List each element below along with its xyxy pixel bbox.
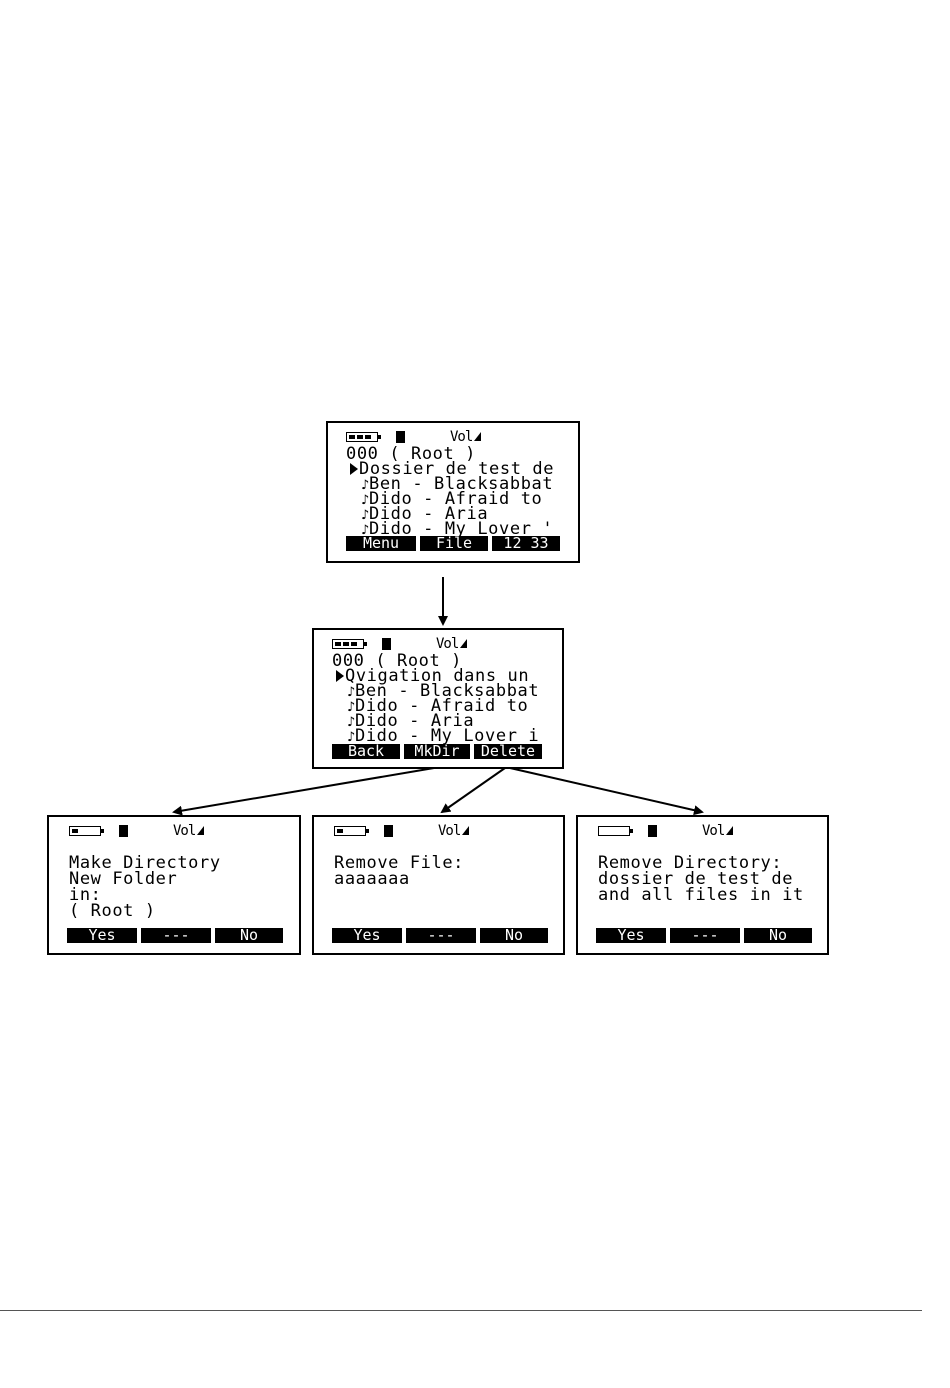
status-bar: Vol: [346, 429, 566, 445]
blank-softkey[interactable]: ---: [141, 928, 211, 943]
no-softkey[interactable]: No: [744, 928, 812, 943]
arrow-to-make-directory: [172, 767, 435, 816]
volume-icon: [726, 826, 733, 835]
softkey-bar: Yes --- No: [67, 928, 283, 943]
disk-icon: [396, 431, 405, 443]
list-item[interactable]: Dido - Afraid to: [355, 696, 529, 716]
list-item-selected[interactable]: Dossier de test de: [359, 459, 555, 479]
battery-icon: [346, 432, 381, 442]
file-name: aaaaaaa: [334, 869, 410, 889]
battery-icon: [332, 639, 367, 649]
softkey-bar: Back MkDir Delete: [332, 744, 542, 759]
music-note-icon: ♪: [361, 493, 370, 508]
disk-icon: [119, 825, 128, 837]
directory-name: dossier de test de: [598, 869, 794, 889]
file-menu-screen: Vol 000 ( Root ) Qvigation dans un ♪ Ben…: [312, 628, 564, 769]
clock-softkey[interactable]: 12 33: [492, 536, 560, 551]
mkdir-softkey[interactable]: MkDir: [404, 744, 470, 759]
root-browser-screen: Vol 000 ( Root ) Dossier de test de ♪ Be…: [326, 421, 580, 563]
footer-rule: [0, 1310, 922, 1311]
music-note-icon: ♪: [361, 508, 370, 523]
make-directory-screen: Vol Make Directory New Folder in: ( Root…: [47, 815, 301, 955]
cursor-icon: [350, 463, 358, 475]
volume-label: Vol: [173, 823, 196, 839]
blank-softkey[interactable]: ---: [406, 928, 476, 943]
music-note-icon: ♪: [361, 478, 370, 493]
volume-icon: [474, 432, 481, 441]
volume-label: Vol: [450, 429, 473, 445]
disk-icon: [384, 825, 393, 837]
blank-softkey[interactable]: ---: [670, 928, 740, 943]
list-item[interactable]: Ben - Blacksabbat: [369, 474, 554, 494]
music-note-icon: ♪: [347, 685, 356, 700]
dialog-title: Remove Directory:: [598, 853, 783, 873]
yes-softkey[interactable]: Yes: [67, 928, 137, 943]
disk-icon: [648, 825, 657, 837]
list-item[interactable]: Ben - Blacksabbat: [355, 681, 540, 701]
battery-icon: [598, 826, 633, 836]
list-item[interactable]: Dido - My Lover ': [369, 519, 554, 539]
status-bar: Vol: [67, 823, 287, 839]
yes-softkey[interactable]: Yes: [332, 928, 402, 943]
disk-icon: [382, 638, 391, 650]
volume-label: Vol: [436, 636, 459, 652]
folder-name: New Folder: [69, 869, 178, 889]
list-item[interactable]: Dido - Afraid to: [369, 489, 543, 509]
arrow-to-remove-file: [440, 767, 506, 814]
location-label: in:: [69, 885, 102, 905]
battery-icon: [69, 826, 104, 836]
music-note-icon: ♪: [361, 523, 370, 538]
dialog-title: Make Directory: [69, 853, 221, 873]
file-softkey[interactable]: File: [420, 536, 488, 551]
volume-label: Vol: [438, 823, 461, 839]
volume-icon: [462, 826, 469, 835]
softkey-bar: Menu File 12 33: [346, 536, 560, 551]
music-note-icon: ♪: [347, 730, 356, 745]
list-item[interactable]: Dido - Aria: [355, 711, 475, 731]
remove-directory-screen: Vol Remove Directory: dossier de test de…: [576, 815, 829, 955]
path-row: 000 ( Root ): [346, 444, 477, 464]
menu-softkey[interactable]: Menu: [346, 536, 416, 551]
arrow-to-remove-directory: [509, 767, 704, 816]
battery-icon: [334, 826, 369, 836]
remove-file-screen: Vol Remove File: aaaaaaa Yes --- No: [312, 815, 565, 955]
status-bar: Vol: [332, 636, 552, 652]
list-item[interactable]: Dido - Aria: [369, 504, 489, 524]
music-note-icon: ♪: [347, 715, 356, 730]
no-softkey[interactable]: No: [215, 928, 283, 943]
path-row: 000 ( Root ): [332, 651, 463, 671]
status-bar: Vol: [596, 823, 816, 839]
softkey-bar: Yes --- No: [332, 928, 548, 943]
warning-text: and all files in it: [598, 885, 804, 905]
cursor-icon: [336, 670, 344, 682]
volume-icon: [197, 826, 204, 835]
list-item-selected[interactable]: Qvigation dans un: [345, 666, 530, 686]
music-note-icon: ♪: [347, 700, 356, 715]
back-softkey[interactable]: Back: [332, 744, 400, 759]
dialog-title: Remove File:: [334, 853, 465, 873]
list-item[interactable]: Dido - My Lover i: [355, 726, 540, 746]
yes-softkey[interactable]: Yes: [596, 928, 666, 943]
status-bar: Vol: [332, 823, 552, 839]
softkey-bar: Yes --- No: [596, 928, 812, 943]
no-softkey[interactable]: No: [480, 928, 548, 943]
location-value: ( Root ): [69, 901, 156, 921]
volume-label: Vol: [702, 823, 725, 839]
volume-icon: [460, 639, 467, 648]
delete-softkey[interactable]: Delete: [474, 744, 542, 759]
